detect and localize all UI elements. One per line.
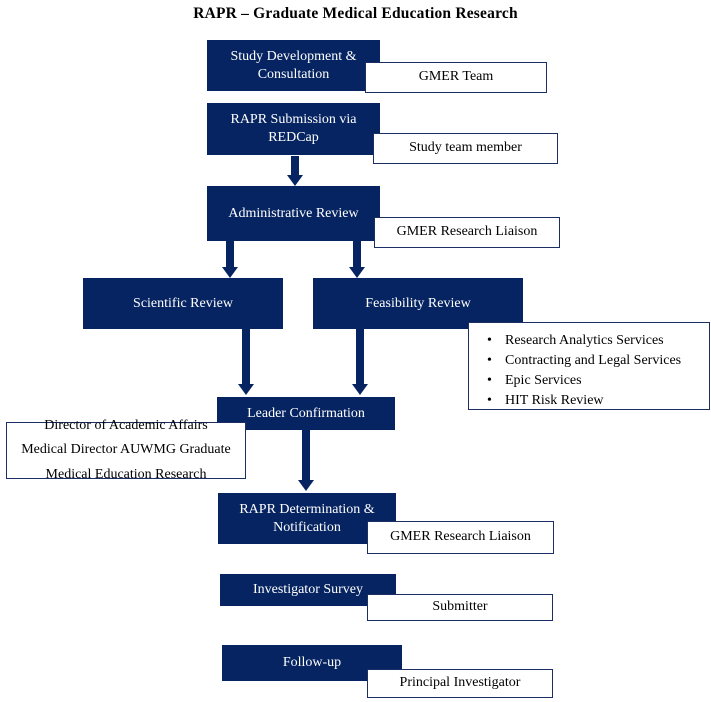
step-feasibility-review-label: Feasibility Review [365, 295, 471, 311]
step-scientific-review[interactable]: Scientific Review [83, 278, 283, 329]
arrow-feasibility-to-leader [352, 329, 368, 397]
step-administrative-review-label: Administrative Review [228, 205, 359, 221]
role-study-team-member[interactable]: Study team member [373, 133, 558, 164]
arrow-leader-to-determination [298, 430, 314, 493]
step-study-development[interactable]: Study Development & Consultation [207, 40, 380, 91]
arrow-administrative-to-scientific [222, 241, 238, 281]
list-item: HIT Risk Review [487, 391, 703, 411]
step-leader-confirmation[interactable]: Leader Confirmation [217, 397, 395, 430]
leader-role-line-2: Medical Director AUWMG Graduate [21, 442, 231, 458]
role-gmer-research-liaison-1[interactable]: GMER Research Liaison [374, 217, 560, 248]
role-gmer-team-label: GMER Team [418, 69, 494, 85]
step-study-development-label: Study Development & Consultation [230, 48, 357, 82]
arrow-administrative-to-feasibility [349, 241, 365, 281]
step-investigator-survey-label: Investigator Survey [252, 582, 364, 598]
step-administrative-review[interactable]: Administrative Review [207, 186, 380, 241]
role-submitter[interactable]: Submitter [367, 594, 553, 621]
role-gmer-team[interactable]: GMER Team [365, 62, 547, 93]
step-leader-confirmation-label: Leader Confirmation [247, 405, 365, 421]
role-study-team-member-label: Study team member [409, 140, 522, 156]
role-gmer-research-liaison-2[interactable]: GMER Research Liaison [367, 521, 554, 554]
list-item: Research Analytics Services [487, 331, 703, 351]
step-feasibility-review[interactable]: Feasibility Review [313, 278, 523, 329]
step-scientific-review-label: Scientific Review [133, 295, 233, 311]
list-item: Epic Services [487, 371, 703, 391]
step-rapr-determination[interactable]: RAPR Determination & Notification [218, 493, 396, 544]
role-principal-investigator-label: Principal Investigator [399, 675, 521, 691]
arrow-scientific-to-leader [238, 329, 254, 397]
step-follow-up-label: Follow-up [282, 655, 342, 671]
feasibility-services-list: Research Analytics Services Contracting … [479, 331, 703, 411]
role-gmer-research-liaison-1-label: GMER Research Liaison [396, 224, 538, 240]
leader-role-line-1: Director of Academic Affairs [44, 418, 208, 434]
leader-roles-box[interactable]: Director of Academic Affairs Medical Dir… [6, 418, 246, 482]
list-item: Contracting and Legal Services [487, 351, 703, 371]
leader-role-line-3: Medical Education Research [45, 466, 207, 482]
feasibility-services-box[interactable]: Research Analytics Services Contracting … [468, 322, 710, 410]
step-rapr-submission-label: RAPR Submission via REDCap [230, 112, 357, 145]
role-gmer-research-liaison-2-label: GMER Research Liaison [390, 529, 531, 545]
arrow-submission-to-administrative [287, 156, 303, 186]
step-investigator-survey[interactable]: Investigator Survey [220, 574, 396, 606]
step-rapr-submission[interactable]: RAPR Submission via REDCap [207, 103, 380, 155]
page-title: RAPR – Graduate Medical Education Resear… [193, 5, 518, 22]
role-submitter-label: Submitter [432, 599, 488, 615]
step-rapr-determination-label: RAPR Determination & Notification [239, 501, 375, 535]
role-principal-investigator[interactable]: Principal Investigator [367, 669, 553, 698]
